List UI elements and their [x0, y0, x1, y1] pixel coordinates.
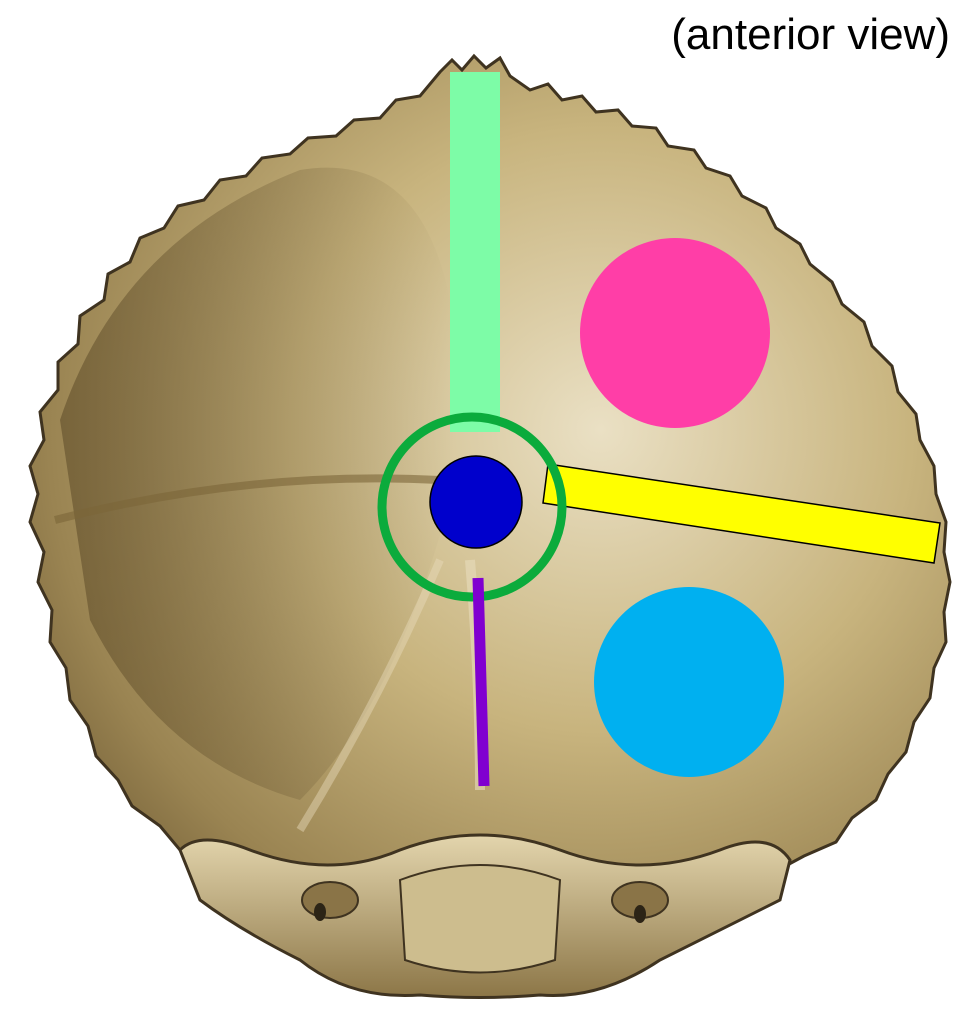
hypoglossal-foramen-right	[634, 905, 646, 923]
basilar-part	[400, 865, 560, 973]
green-bar	[450, 72, 500, 432]
cyan-circle	[594, 587, 784, 777]
pink-circle	[580, 238, 770, 428]
blue-dot	[430, 456, 522, 548]
condyle-left	[302, 882, 358, 918]
hypoglossal-foramen-left	[314, 903, 326, 921]
purple-line	[478, 578, 484, 786]
